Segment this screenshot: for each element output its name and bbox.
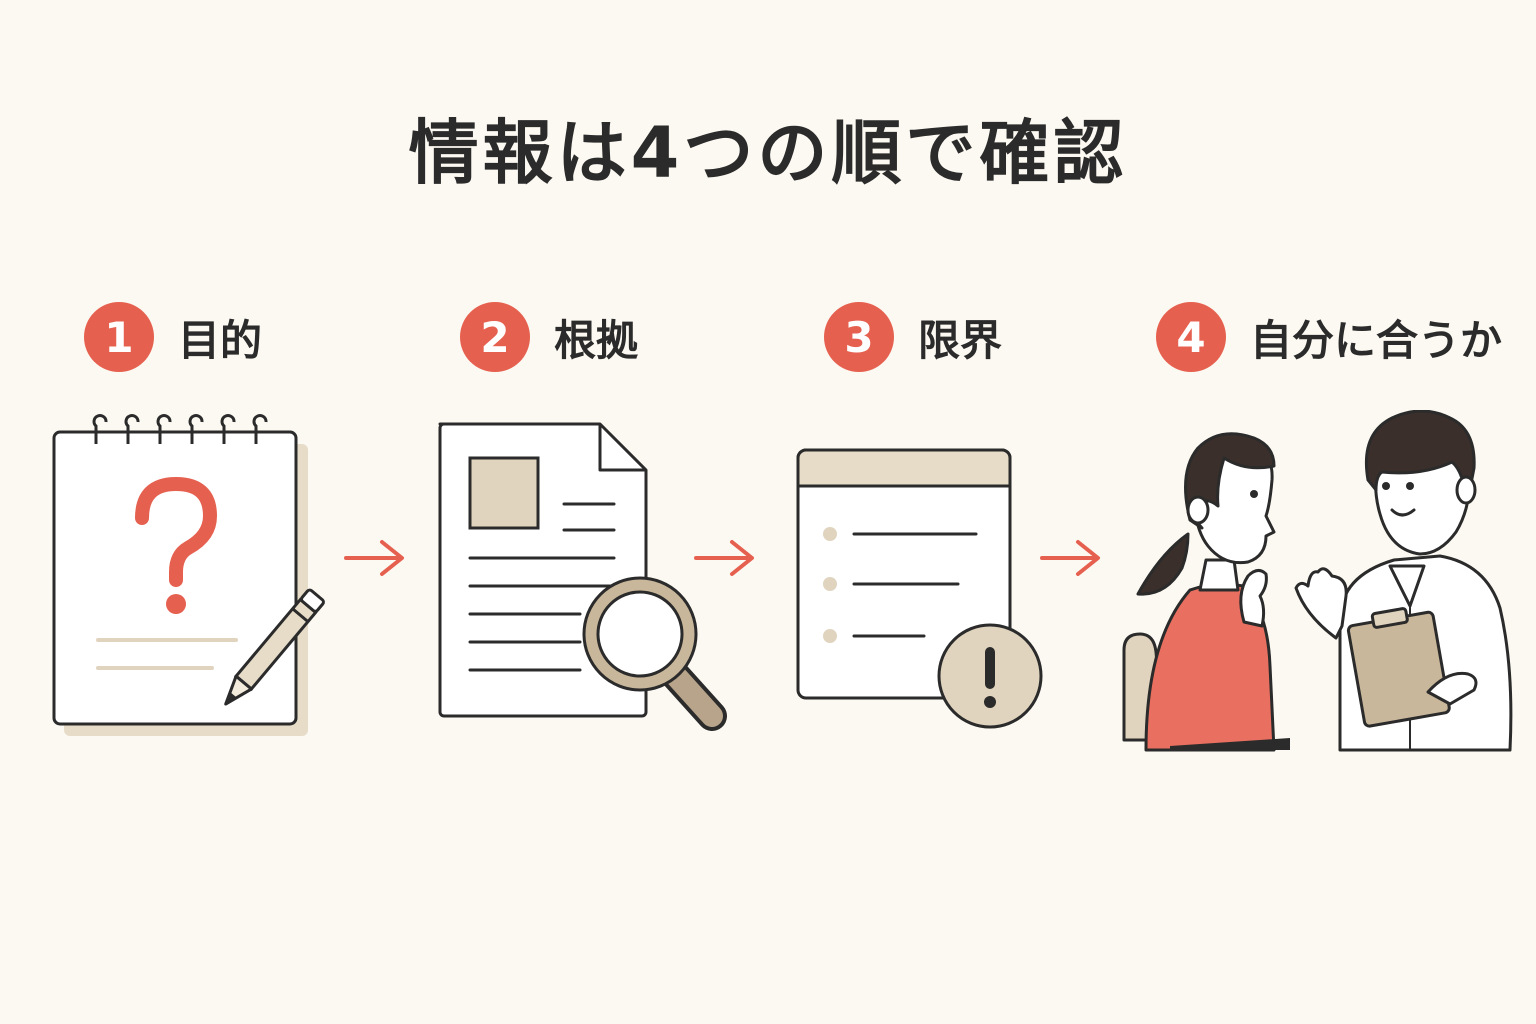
- flow-arrow-2-icon: [694, 540, 754, 576]
- step-2-number: 2: [460, 302, 530, 372]
- list-warning-icon: [796, 448, 1043, 729]
- step-1-label: 1 目的: [84, 302, 262, 372]
- step-3-number: 3: [824, 302, 894, 372]
- step-1-text: 目的: [178, 315, 263, 365]
- document-magnifier-icon: [438, 422, 727, 731]
- notepad-question-icon: [52, 414, 325, 736]
- flow-arrow-1-icon: [344, 540, 404, 576]
- step-4-label: 4 自分に合うか: [1156, 302, 1502, 372]
- step-3-text: 限界: [918, 315, 1003, 365]
- step-1-number: 1: [84, 302, 154, 372]
- step-3-label: 3 限界: [824, 302, 1002, 372]
- flow-arrow-3-icon: [1040, 540, 1100, 576]
- step-4-text: 自分に合うか: [1250, 315, 1503, 365]
- step-4-number: 4: [1156, 302, 1226, 372]
- consultation-people-icon: [1122, 410, 1513, 752]
- step-2-label: 2 根拠: [460, 302, 638, 372]
- page-title: 情報は4つの順で確認: [408, 112, 1128, 194]
- step-2-text: 根拠: [554, 315, 639, 365]
